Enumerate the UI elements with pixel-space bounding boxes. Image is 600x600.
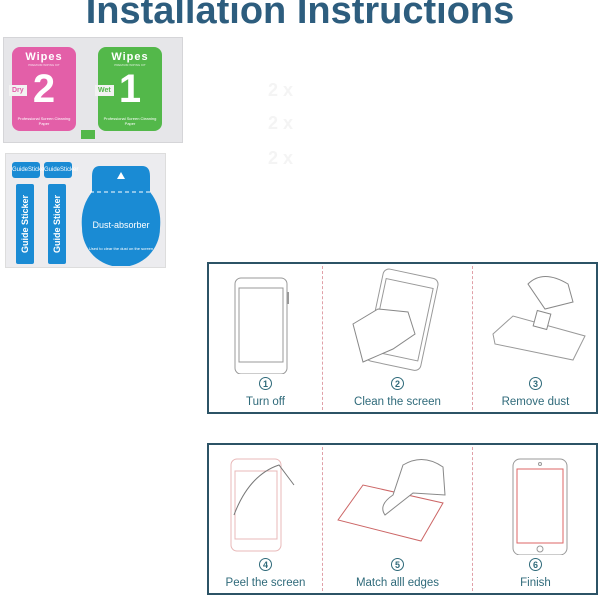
stickers-image: GuideSticker GuideSticker Guide Sticker … — [5, 153, 166, 268]
wipe-footer: Professional Screen Cleaning Paper — [17, 116, 71, 126]
align-phone-icon — [337, 459, 446, 542]
wipe-brand: Wipes — [25, 51, 63, 63]
step-number: 2 — [391, 377, 404, 390]
step-peel-screen: 4 Peel the screen — [209, 445, 322, 593]
faint-count: 2 x — [268, 113, 294, 133]
divider — [322, 266, 323, 410]
step-label: Peel the screen — [225, 577, 306, 589]
dust-sticker-hand-icon — [492, 276, 586, 361]
step-remove-dust: 3 Remove dust — [473, 264, 598, 412]
wipe-tag: Wet — [95, 85, 114, 96]
faint-count: 2 x — [268, 148, 294, 168]
guide-sticker-small: GuideSticker — [12, 162, 46, 178]
peel-film-icon — [230, 458, 295, 552]
cleaning-hand-icon — [352, 268, 439, 371]
wipe-number: 2 — [32, 67, 56, 111]
step-label: Turn off — [246, 396, 285, 408]
guide-sticker-label: Guide Sticker — [52, 194, 62, 254]
guide-sticker: Guide Sticker — [16, 184, 34, 264]
divider — [472, 266, 473, 410]
step-match-edges: 5 Match alll edges — [323, 445, 472, 593]
dust-absorber-label: Dust-absorber — [92, 220, 150, 230]
step-finish: 6 Finish — [473, 445, 598, 593]
dry-wipe: Wipes PREMIUM WIPING KIT 2 Dry Professio… — [9, 47, 76, 131]
phone-icon — [234, 277, 289, 374]
guide-sticker-small: GuideSticker — [44, 162, 78, 178]
page-title: Installation Instructions — [85, 0, 515, 32]
divider — [322, 447, 323, 591]
wipe-tag: Dry — [9, 85, 27, 96]
steps-panel-top: 1 Turn off 2 Clean the screen 3 Remove d… — [207, 262, 598, 414]
divider — [472, 447, 473, 591]
steps-panel-bottom: 4 Peel the screen 5 Match alll edges 6 F… — [207, 443, 598, 595]
step-number: 4 — [259, 558, 272, 571]
step-number: 6 — [529, 558, 542, 571]
green-tab — [81, 130, 95, 139]
step-label: Match alll edges — [355, 577, 440, 589]
wipe-brand: Wipes — [111, 51, 149, 63]
step-number: 5 — [391, 558, 404, 571]
step-number: 3 — [529, 377, 542, 390]
guide-sticker: Guide Sticker — [48, 184, 66, 264]
step-clean-screen: 2 Clean the screen — [323, 264, 472, 412]
step-label: Remove dust — [501, 396, 570, 408]
step-label: Finish — [520, 577, 551, 589]
dust-absorber: Dust-absorber Used to clear the dust on … — [80, 162, 162, 266]
step-label: Clean the screen — [354, 396, 441, 408]
wipe-subtitle: PREMIUM WIPING KIT — [114, 63, 146, 67]
dust-absorber-caption: Used to clear the dust on the screen — [88, 246, 154, 251]
wet-wipe: Wipes PREMIUM WIPING KIT 1 Wet Professio… — [95, 47, 162, 131]
step-number: 1 — [259, 377, 272, 390]
dust-absorber-shape — [81, 166, 161, 266]
finished-phone-icon — [512, 458, 568, 555]
guide-sticker-label: Guide Sticker — [20, 194, 30, 254]
wipes-pack-image: Wipes PREMIUM WIPING KIT 2 Dry Professio… — [3, 37, 183, 143]
faint-count: 2 x — [268, 80, 294, 100]
wipe-footer: Professional Screen Cleaning Paper — [103, 116, 157, 126]
step-turn-off: 1 Turn off — [209, 264, 322, 412]
wipe-number: 1 — [118, 67, 142, 111]
wipe-subtitle: PREMIUM WIPING KIT — [28, 63, 60, 67]
